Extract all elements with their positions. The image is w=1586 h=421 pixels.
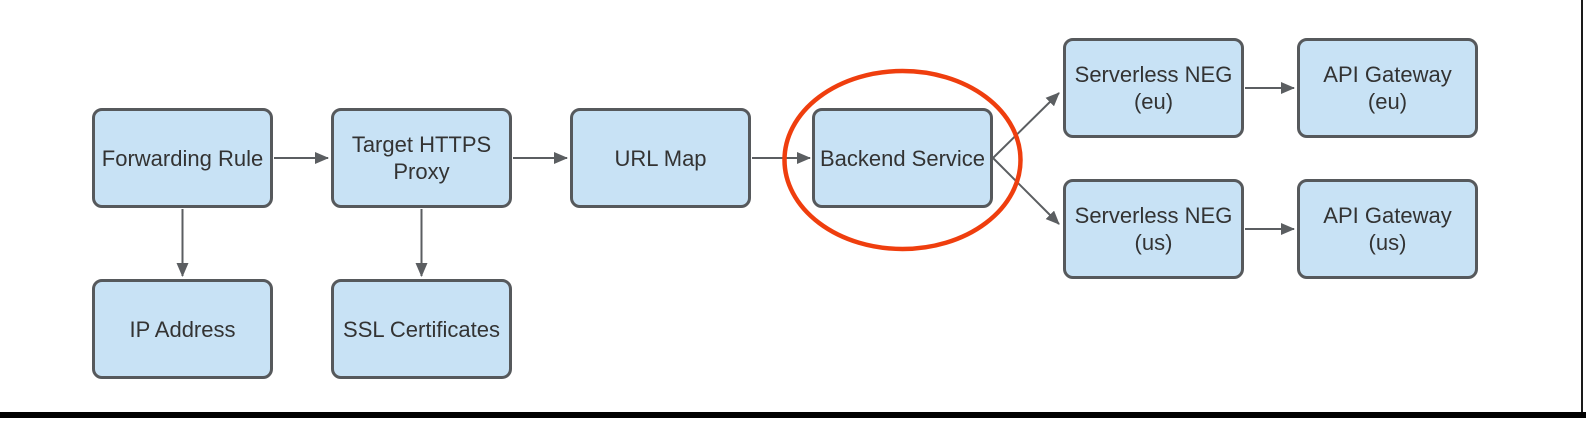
node-url-map: URL Map bbox=[570, 108, 751, 208]
node-ssl-certificates: SSL Certificates bbox=[331, 279, 512, 379]
node-ip-address: IP Address bbox=[92, 279, 273, 379]
connector-backend-service-to-serverless-neg-eu bbox=[992, 92, 1060, 159]
node-serverless-neg-us: Serverless NEG (us) bbox=[1063, 179, 1244, 279]
node-ip-address-label: IP Address bbox=[129, 316, 236, 342]
node-target-https-proxy-label: Target HTTPS Proxy bbox=[351, 132, 492, 184]
node-forwarding-rule-label: Forwarding Rule bbox=[101, 145, 264, 171]
node-url-map-label: URL Map bbox=[614, 145, 707, 171]
node-ssl-certificates-label: SSL Certificates bbox=[343, 316, 500, 342]
node-forwarding-rule: Forwarding Rule bbox=[92, 108, 273, 208]
node-api-gateway-eu-label: API Gateway (eu) bbox=[1323, 62, 1452, 114]
node-backend-service-label: Backend Service bbox=[819, 145, 986, 171]
node-serverless-neg-eu: Serverless NEG (eu) bbox=[1063, 38, 1244, 138]
node-api-gateway-eu: API Gateway (eu) bbox=[1297, 38, 1478, 138]
window-bottom-edge bbox=[0, 412, 1586, 418]
node-serverless-neg-us-label: Serverless NEG (us) bbox=[1074, 203, 1233, 255]
node-api-gateway-us: API Gateway (us) bbox=[1297, 179, 1478, 279]
connector-backend-service-to-serverless-neg-us bbox=[992, 157, 1060, 225]
node-api-gateway-us-label: API Gateway (us) bbox=[1323, 203, 1452, 255]
node-backend-service: Backend Service bbox=[812, 108, 993, 208]
window-right-edge bbox=[1581, 0, 1583, 412]
node-target-https-proxy: Target HTTPS Proxy bbox=[331, 108, 512, 208]
node-serverless-neg-eu-label: Serverless NEG (eu) bbox=[1074, 62, 1233, 114]
